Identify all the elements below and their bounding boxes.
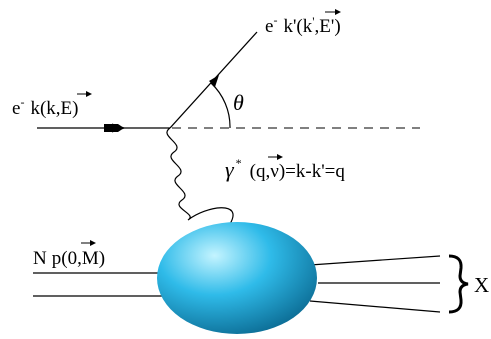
final-state-line-top: [309, 255, 441, 266]
final-state-line-bottom: [309, 300, 441, 313]
photon-q-vector: q: [256, 161, 266, 182]
virtual-photon-line: [166, 127, 234, 225]
incoming-electron-label: e-k(k,E): [12, 95, 78, 119]
outgoing-k-vector-arrow: [325, 9, 341, 15]
target-zero-vector: 0: [68, 248, 78, 269]
final-state-label: X: [474, 273, 489, 297]
photon-q-vector-arrow: [268, 154, 283, 160]
virtual-photon-label: γ*(q,ν)=k-k'=q: [225, 156, 345, 182]
outgoing-electron-label: e-k'(k',E'): [265, 13, 341, 37]
incoming-k-vector-arrow: [77, 91, 92, 97]
target-zero-vector-arrow: [81, 240, 96, 246]
outgoing-k-vector: k: [303, 16, 313, 37]
incoming-k-vector: k: [46, 98, 56, 119]
hadronic-blob: [157, 222, 317, 334]
scattering-angle-arc: [210, 82, 231, 129]
final-state-brace: [448, 254, 469, 314]
scattering-angle-label: θ: [233, 90, 244, 115]
outgoing-electron-arrow: [209, 75, 219, 87]
